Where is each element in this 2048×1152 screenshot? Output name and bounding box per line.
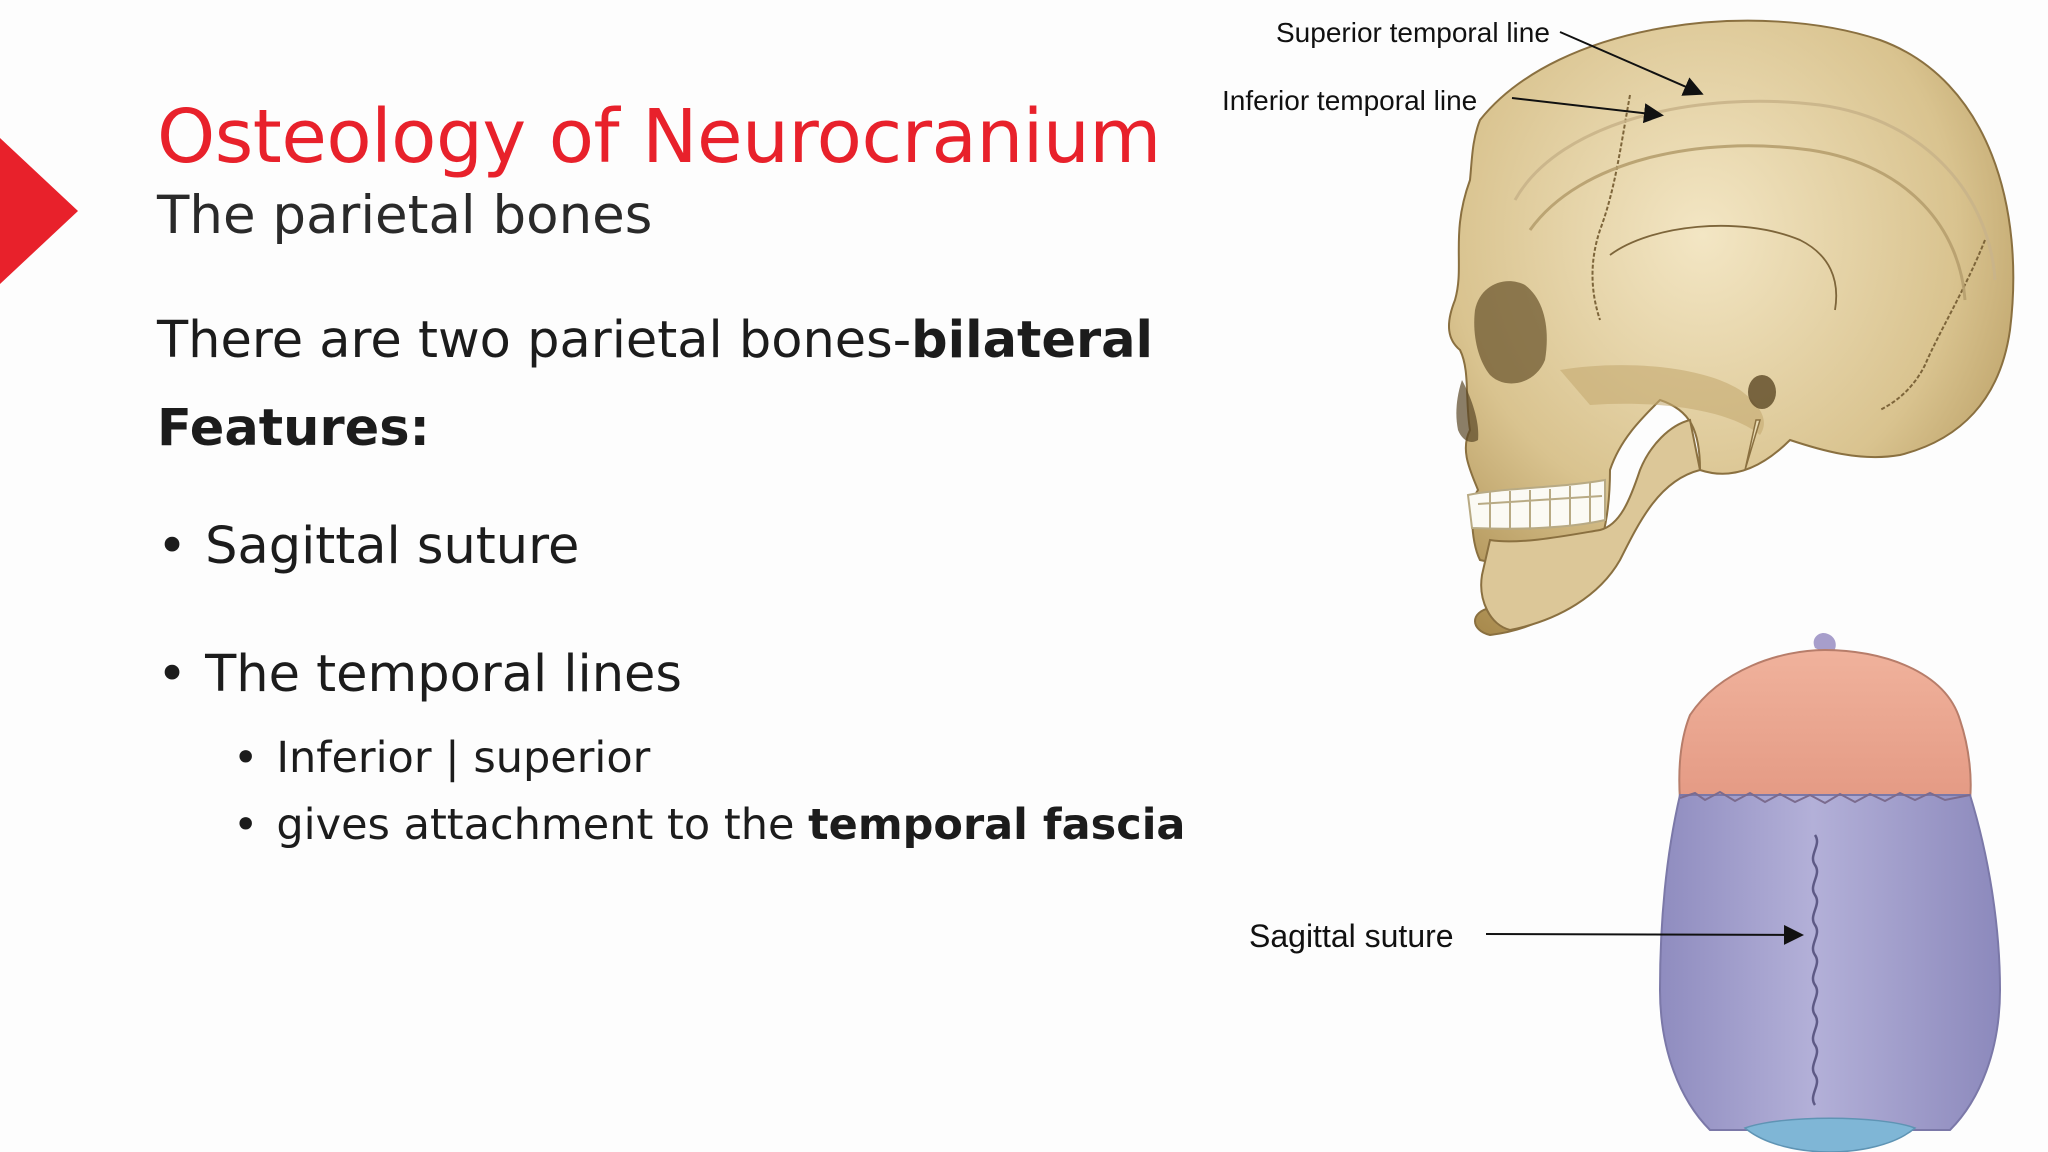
bullet-dot: • <box>157 517 188 576</box>
features-heading: Features: <box>157 399 430 458</box>
slide-subtitle: The parietal bones <box>157 185 653 246</box>
intro-line: There are two parietal bones-bilateral <box>157 311 1153 370</box>
sub-bullet-bold: temporal fascia <box>808 800 1186 850</box>
slide-title: Osteology of Neurocranium <box>157 94 1161 180</box>
bullet-temporal-lines: • The temporal lines <box>157 645 682 704</box>
red-triangle-marker <box>0 138 78 284</box>
bullet-dot: • <box>233 733 259 783</box>
inferior-temporal-line-label: Inferior temporal line <box>1222 85 1478 116</box>
superior-temporal-line-label: Superior temporal line <box>1276 17 1550 48</box>
sub-bullet-inferior-superior: • Inferior | superior <box>233 733 650 783</box>
skull-illustrations <box>1448 19 2015 1152</box>
bullet-text: The temporal lines <box>205 645 682 704</box>
bullet-sagittal-suture: • Sagittal suture <box>157 517 579 576</box>
intro-text: There are two parietal bones- <box>157 311 912 370</box>
bullet-dot: • <box>157 645 188 704</box>
sagittal-suture-arrow <box>1485 924 1804 945</box>
lateral-skull-view <box>1448 19 2015 637</box>
sagittal-suture-label: Sagittal suture <box>1249 918 1454 954</box>
intro-bold-text: bilateral <box>911 311 1154 370</box>
inferior-temporal-line-arrow <box>1511 97 1664 124</box>
sub-bullet-text: Inferior | superior <box>276 733 651 783</box>
bullet-dot: • <box>233 800 259 850</box>
bullet-text: Sagittal suture <box>205 517 580 576</box>
superior-temporal-line-arrow <box>1559 31 1704 96</box>
superior-skull-view <box>1658 632 2002 1152</box>
sub-bullet-prefix: gives attachment to the <box>276 800 809 850</box>
sub-bullet-attachment: • gives attachment to the temporal fascia <box>233 800 1185 850</box>
